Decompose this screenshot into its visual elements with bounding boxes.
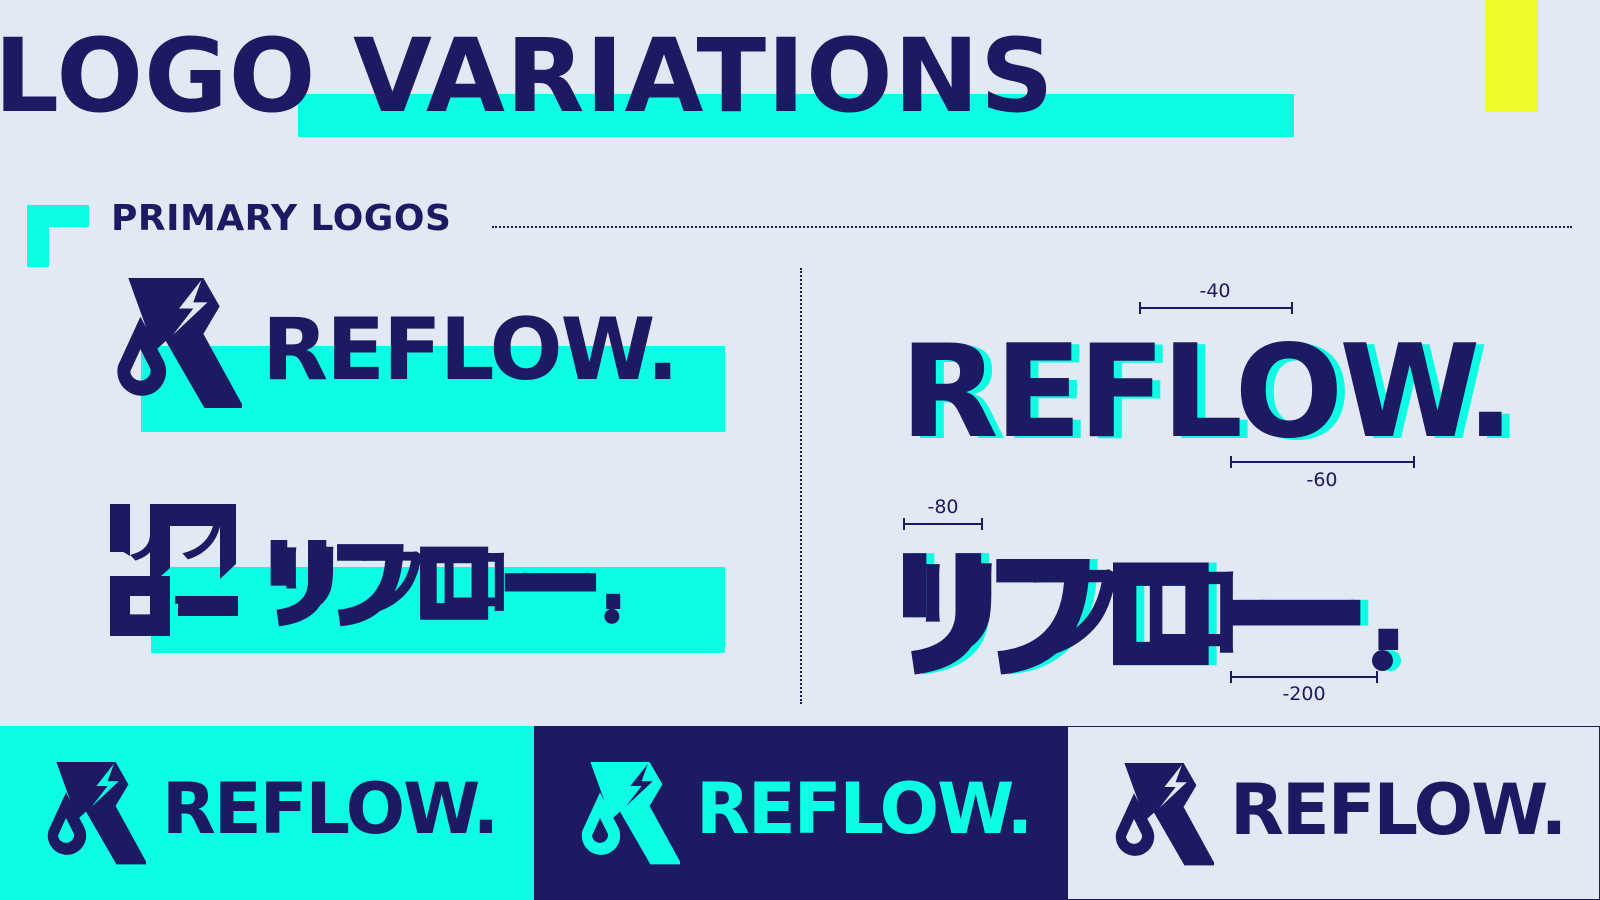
katakana-logo-icon [110, 504, 238, 636]
logo-highlight [141, 346, 725, 432]
wordmark-shadow: REFLOW. [908, 320, 1523, 469]
wordmark: REFLOW. [696, 768, 1033, 850]
logo-panel-light: REFLOW. [1067, 726, 1600, 900]
logo-panel-navy: REFLOW. [534, 726, 1068, 900]
wordmark-large: REFLOW. [900, 318, 1515, 467]
kerning-measure [1139, 302, 1293, 314]
katakana-wordmark-text: リフロー. [270, 535, 631, 628]
corner-bracket [27, 205, 89, 267]
kerning-measure [1230, 671, 1378, 683]
wordmark: REFLOW. [262, 300, 679, 400]
divider-vertical [800, 268, 802, 704]
kerning-label: -80 [927, 496, 959, 518]
kerning-measure [903, 518, 983, 530]
reflow-logo-icon [1115, 763, 1214, 866]
section-heading: PRIMARY LOGOS [111, 198, 452, 239]
accent-block [1486, 0, 1538, 112]
kerning-measure [1230, 456, 1415, 468]
wordmark: REFLOW. [1230, 769, 1567, 851]
katakana-large-text: リフロー. [903, 547, 1414, 677]
reflow-logo-icon [581, 762, 680, 865]
divider-horizontal [492, 226, 1572, 228]
logo-panel-cyan: REFLOW. [0, 726, 534, 900]
kerning-label: -200 [1282, 683, 1326, 705]
reflow-logo-icon [117, 278, 242, 408]
wordmark: REFLOW. [162, 768, 499, 850]
reflow-logo-icon [47, 762, 146, 865]
kerning-label: -60 [1306, 469, 1338, 491]
title-highlight [298, 94, 1294, 137]
page-title: LOGO VARIATIONS [0, 17, 1055, 136]
kerning-label: -40 [1199, 280, 1231, 302]
katakana-icon-text: リフロー [110, 502, 230, 638]
